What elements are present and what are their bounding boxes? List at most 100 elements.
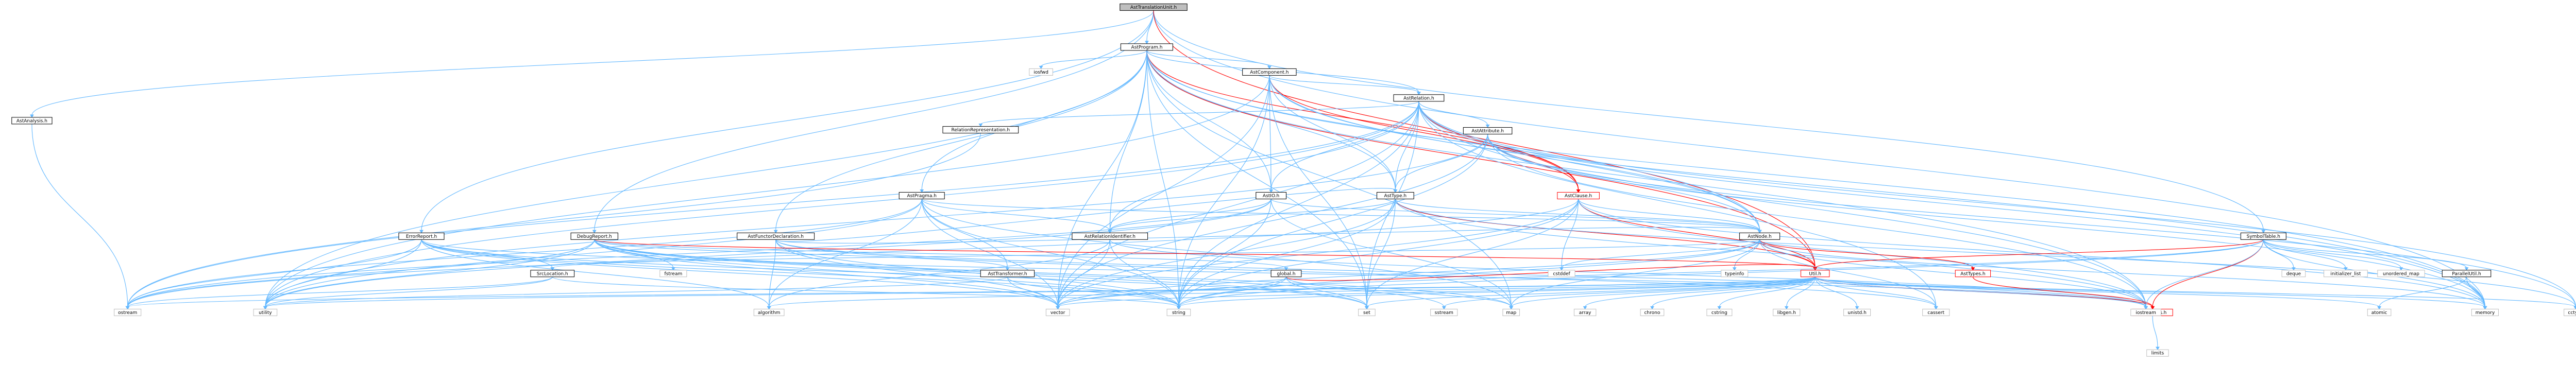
node-asttype[interactable]: AstType.h bbox=[1377, 192, 1414, 199]
node-string: string bbox=[1166, 308, 1191, 316]
edge-AstAttribute-to-AstType bbox=[1395, 134, 1488, 190]
node-astpragma[interactable]: AstPragma.h bbox=[899, 192, 945, 199]
edge-AstRelation-to-iostream bbox=[1418, 101, 2146, 307]
edge-AstNode-to-map bbox=[1511, 239, 1760, 307]
node-label: global.h bbox=[1277, 271, 1295, 276]
node-box bbox=[11, 117, 53, 125]
node-astrelation[interactable]: AstRelation.h bbox=[1393, 94, 1445, 102]
node-astanalysis[interactable]: AstAnalysis.h bbox=[11, 117, 53, 125]
edge-arrowhead bbox=[1717, 306, 1722, 310]
node-atomic: atomic bbox=[2367, 308, 2392, 316]
node-asttransformer[interactable]: AstTransformer.h bbox=[980, 270, 1035, 277]
node-label: libgen.h bbox=[1777, 310, 1796, 316]
node-debugreport[interactable]: DebugReport.h bbox=[570, 232, 618, 240]
node-root[interactable]: AstTranslationUnit.h bbox=[1120, 3, 1188, 11]
node-astcomponent[interactable]: AstComponent.h bbox=[1242, 68, 1297, 76]
node-box bbox=[1430, 308, 1458, 316]
edge-arrowhead bbox=[1583, 306, 1587, 310]
node-label: AstTransformer.h bbox=[988, 271, 1027, 276]
edge-arrowhead bbox=[2292, 267, 2296, 271]
node-deque: deque bbox=[2281, 270, 2306, 277]
node-label: RelationRepresentation.h bbox=[952, 128, 1010, 133]
edge-AstNode-to-iostream bbox=[1759, 239, 2146, 307]
edge-ErrorReport-to-utility bbox=[265, 239, 422, 307]
node-srclocation[interactable]: SrcLocation.h bbox=[530, 270, 575, 277]
edge-Util-to-unistd bbox=[1815, 276, 1858, 307]
edge-ParallelUtil-to-atomic bbox=[2379, 276, 2467, 307]
node-astprogram[interactable]: AstProgram.h bbox=[1120, 43, 1173, 51]
node-libgen: libgen.h bbox=[1773, 308, 1801, 316]
node-astfunctordeclaration[interactable]: AstFunctorDeclaration.h bbox=[737, 232, 815, 240]
node-astattribute[interactable]: AstAttribute.h bbox=[1463, 127, 1513, 134]
edge-AstProgram-to-set bbox=[1146, 50, 1367, 307]
node-label: AstClause.h bbox=[1565, 194, 1592, 199]
node-label: SrcLocation.h bbox=[537, 271, 568, 276]
node-errorreport[interactable]: ErrorReport.h bbox=[398, 232, 445, 240]
node-label: AstNode.h bbox=[1748, 234, 1771, 239]
edge-AstIO-to-AstRelationIdentifier bbox=[1109, 199, 1272, 231]
edge-arrowhead bbox=[419, 230, 423, 234]
node-limits: limits bbox=[2146, 349, 2169, 357]
edge-AstType-to-cctype bbox=[1395, 199, 2576, 307]
node-box bbox=[2324, 270, 2368, 277]
edge-arrowhead bbox=[2483, 306, 2487, 310]
node-label: cstring bbox=[1711, 310, 1727, 316]
edge-AstTransformer-to-string bbox=[1007, 276, 1179, 307]
edge-AstNode-to-cstddef bbox=[1561, 239, 1760, 269]
node-asttypes[interactable]: AstTypes.h bbox=[1955, 270, 1991, 277]
node-astnode[interactable]: AstNode.h bbox=[1739, 232, 1781, 240]
edge-AstProgram-to-AstComponent bbox=[1146, 50, 1270, 67]
edge-arrowhead bbox=[2150, 306, 2155, 310]
node-label: cstddef bbox=[1553, 271, 1570, 276]
edge-SymbolTable-to-initializer_list bbox=[2263, 239, 2346, 268]
node-cctype: cctype bbox=[2564, 308, 2576, 316]
node-map: map bbox=[1502, 308, 1520, 316]
edge-Util-to-chrono bbox=[1652, 276, 1816, 307]
edge-AstRelation-to-ostream bbox=[127, 101, 1419, 307]
edge-AstFunctorDeclaration-to-cassert bbox=[775, 239, 1937, 307]
node-box bbox=[899, 192, 945, 199]
edge-global-to-map bbox=[1285, 276, 1512, 307]
edge-arrowhead bbox=[1284, 267, 1289, 271]
edge-arrowhead bbox=[1267, 65, 1272, 69]
node-relationrepresentation[interactable]: RelationRepresentation.h bbox=[942, 126, 1019, 134]
node-label: AstComponent.h bbox=[1250, 70, 1289, 75]
edge-Util-to-cassert bbox=[1815, 276, 1937, 307]
edge-arrowhead bbox=[1365, 306, 1369, 310]
node-parallelutil[interactable]: ParallelUtil.h bbox=[2442, 270, 2492, 277]
edge-AstClause-to-vector bbox=[1057, 199, 1579, 307]
node-memory: memory bbox=[2471, 308, 2499, 316]
node-label: AstFunctorDeclaration.h bbox=[748, 234, 804, 239]
edge-root-to-DebugReport bbox=[594, 10, 1154, 231]
node-symboltable[interactable]: SymbolTable.h bbox=[2240, 232, 2286, 240]
edge-AstRelationIdentifier-to-string bbox=[1109, 239, 1179, 307]
node-label: unordered_map bbox=[2383, 271, 2419, 276]
edge-arrowhead bbox=[1417, 92, 1421, 95]
node-box bbox=[2240, 232, 2286, 240]
edge-AstType-to-set bbox=[1366, 199, 1396, 307]
node-label: ParallelUtil.h bbox=[2452, 271, 2481, 276]
edge-Util-to-string bbox=[1178, 276, 1816, 307]
node-box bbox=[2281, 270, 2306, 277]
node-box bbox=[1029, 68, 1053, 76]
edge-arrowhead bbox=[978, 124, 983, 127]
node-global[interactable]: global.h bbox=[1270, 270, 1302, 277]
edge-AstNode-to-vector bbox=[1057, 239, 1760, 307]
node-box bbox=[2564, 308, 2576, 316]
node-ostream: ostream bbox=[114, 308, 142, 316]
edge-DebugReport-to-global bbox=[594, 239, 1287, 269]
node-box bbox=[1502, 308, 1520, 316]
edge-Util-to-array bbox=[1585, 276, 1816, 307]
edge-AstRelation-to-AstNode bbox=[1418, 101, 1760, 231]
edge-AstProgram-to-memory bbox=[1146, 50, 2485, 307]
edge-arrowhead bbox=[2377, 306, 2382, 310]
node-util[interactable]: Util.h bbox=[1800, 270, 1830, 277]
node-algorithm: algorithm bbox=[753, 308, 785, 316]
edge-AstClause-to-iostream bbox=[1578, 199, 2146, 307]
node-astio[interactable]: AstIO.h bbox=[1256, 192, 1287, 199]
node-box bbox=[1242, 68, 1297, 76]
node-box bbox=[1393, 94, 1445, 102]
node-astrelationidentifier[interactable]: AstRelationIdentifier.h bbox=[1072, 232, 1148, 240]
edge-ErrorReport-to-set bbox=[421, 239, 1367, 307]
node-astclause[interactable]: AstClause.h bbox=[1557, 192, 1600, 199]
